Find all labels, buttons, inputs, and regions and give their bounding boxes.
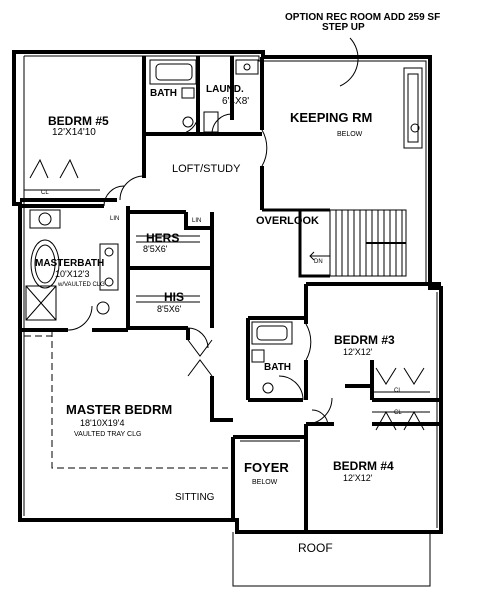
overlook-name: OVERLOOK (256, 215, 319, 227)
bedrm5-dims: 12'X14'10 (52, 127, 96, 138)
option-note: OPTION REC ROOM ADD 259 SF (285, 12, 440, 23)
bedrm4-dims: 12'X12' (343, 473, 373, 483)
keeping-name: KEEPING RM (290, 110, 372, 125)
exterior-wall-inner-lines (23, 55, 438, 528)
masterbath-name: MASTERBATH (35, 258, 104, 269)
bedrm4-name: BEDRM #4 (333, 459, 394, 473)
step-up-label: STEP UP (322, 22, 365, 33)
masterbath-fixtures (25, 209, 119, 321)
his-name: HIS (164, 290, 184, 304)
railing-label: RAILING (258, 434, 274, 439)
sitting-name: SITTING (175, 492, 215, 503)
closet-label-bedrm3: CL (394, 388, 402, 394)
step-up-arc (339, 37, 359, 87)
hers-dims: 8'5X6' (143, 244, 168, 254)
bedrm5-name: BEDRM #5 (48, 114, 109, 128)
bedrm3-dims: 12'X12' (343, 347, 373, 357)
master-dims: 18'10X19'4 (80, 418, 124, 428)
masterbath-dims: 10'X12'3 (55, 269, 89, 279)
closet-label-bedrm5: CL (41, 190, 49, 196)
linen-label-masterbath: LIN (110, 216, 119, 222)
bath-top-name: BATH (150, 88, 177, 99)
roof-label: ROOF (298, 541, 333, 555)
stair (318, 209, 407, 277)
his-dims: 8'5X6' (157, 304, 182, 314)
bath-mid-name: BATH (264, 362, 291, 373)
masterbath-note: w/VAULTED CLG (57, 282, 105, 288)
linen-label-hall: LIN (192, 218, 201, 224)
exterior-walls (12, 50, 443, 534)
laundry-name: LAUND. (206, 84, 244, 95)
bedrm3-name: BEDRM #3 (334, 333, 395, 347)
keeping-room-fixtures (403, 67, 423, 149)
foyer-note: BELOW (252, 479, 278, 486)
laundry-dims: 6'4X8' (222, 96, 249, 107)
roof-outline (232, 532, 431, 587)
closet-label-bedrm4: CL (394, 410, 402, 416)
stair-arrow (309, 251, 330, 261)
closet-rods (24, 189, 430, 413)
master-note: VAULTED TRAY CLG (74, 431, 141, 438)
foyer-name: FOYER (244, 460, 289, 475)
tray-ceiling-outline (24, 332, 228, 469)
stair-down-label: DN (314, 259, 323, 265)
bath-top-fixtures (149, 59, 259, 133)
hers-name: HERS (146, 231, 179, 245)
master-name: MASTER BEDRM (66, 402, 172, 417)
keeping-note: BELOW (337, 131, 363, 138)
loft-name: LOFT/STUDY (172, 163, 241, 175)
doors (29, 113, 425, 431)
overlook-railing (262, 208, 330, 278)
interior-walls (20, 56, 441, 532)
bath-mid-fixtures (251, 321, 293, 394)
